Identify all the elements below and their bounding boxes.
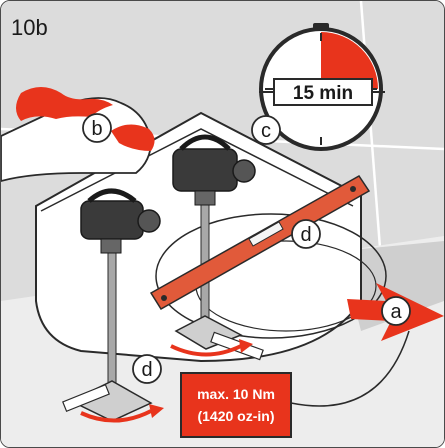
torque-arrowhead-left [149, 404, 164, 418]
callout-b-label: b [91, 118, 102, 140]
torque-spec: max. 10 Nm (1420 oz-in) [180, 372, 292, 438]
torque-max-value: max. 10 Nm [197, 386, 275, 402]
torque-imperial-value: (1420 oz-in) [197, 408, 274, 424]
right-mounting-assembly [172, 134, 264, 361]
sealant-cloth [16, 87, 113, 121]
callout-d-level-label: d [300, 224, 311, 246]
torque-arrow-left [80, 409, 152, 423]
timer-label: 15 min [293, 83, 353, 104]
torque-spec-box [180, 372, 292, 438]
timer-elapsed-wedge [321, 32, 378, 89]
sealant-cloth-hand [111, 124, 155, 151]
bowl-opening [155, 213, 387, 339]
callout-a: a [381, 296, 411, 326]
spirit-level-vial [248, 221, 284, 247]
callout-c: c [251, 115, 281, 145]
callout-d-bolt: d [132, 354, 162, 384]
torque-leader-line [290, 330, 410, 407]
left-bracket [80, 188, 161, 254]
callout-a-label: a [390, 301, 402, 323]
timer-label-box [273, 78, 373, 106]
step-number: 10b [11, 15, 48, 40]
callout-c-label: c [261, 120, 271, 142]
torque-arrow-right [170, 344, 242, 357]
timer: 15 min [259, 23, 385, 151]
left-rod [107, 235, 117, 402]
left-mounting-assembly [62, 188, 161, 422]
toilet-rim [40, 128, 354, 212]
right-bracket [172, 134, 256, 206]
callout-b: b [82, 113, 112, 143]
spirit-level [149, 175, 371, 311]
callout-d-bolt-label: d [141, 359, 152, 381]
callout-d-level: d [291, 219, 321, 249]
torque-arrowhead-right [239, 339, 253, 353]
left-bolt [62, 383, 110, 413]
